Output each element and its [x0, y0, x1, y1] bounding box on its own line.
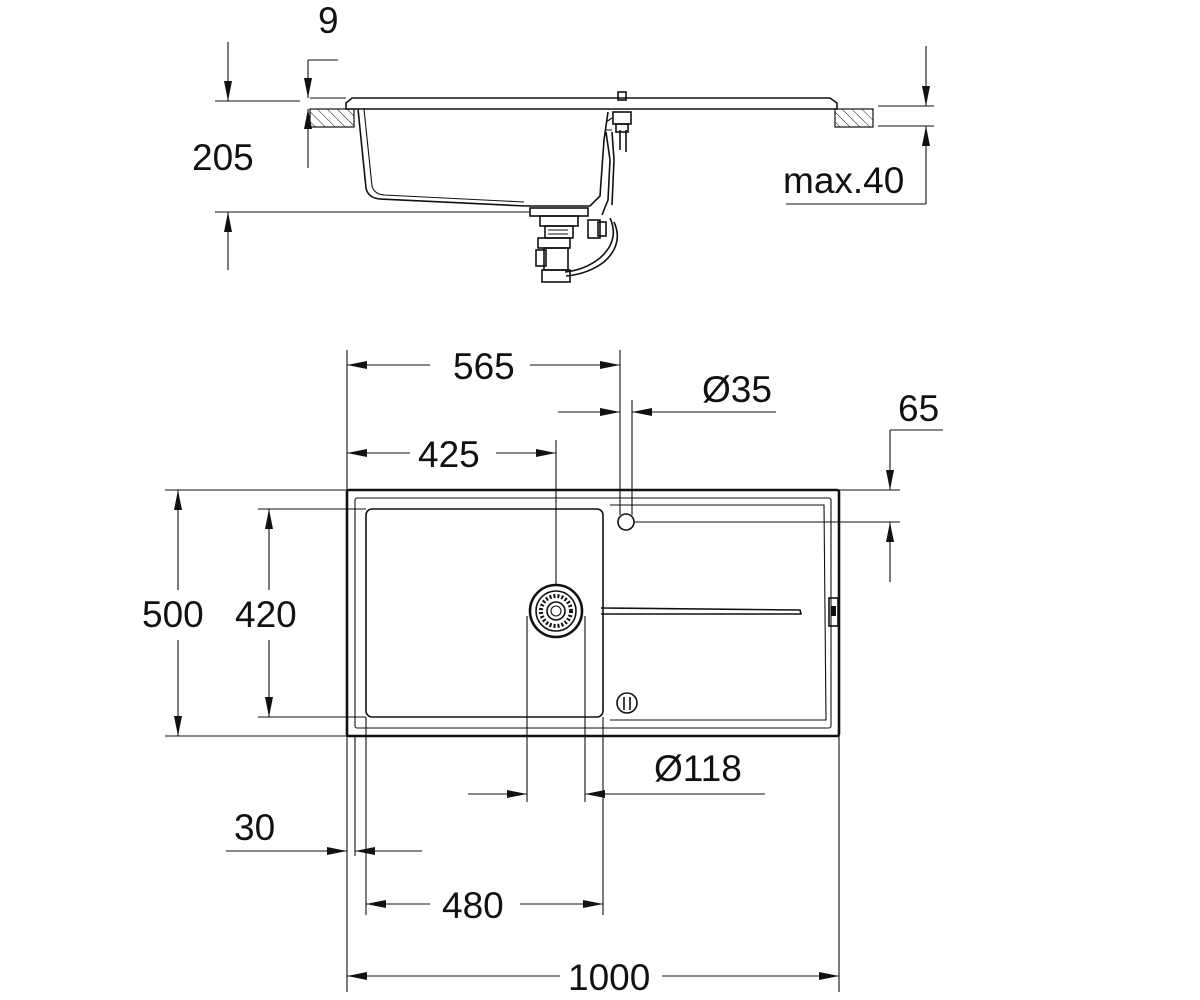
- top-view: 565 Ø35 65 425 500 420 Ø118 30 480: [142, 346, 943, 998]
- overflow-button: [616, 692, 638, 714]
- edge-dimension: 30: [234, 807, 275, 848]
- length-dimension: 1000: [568, 957, 650, 998]
- bowl-width-dimension: 420: [235, 594, 297, 635]
- drainboard: [610, 504, 827, 721]
- sink-rim: [345, 97, 838, 110]
- side-depth-dimension: 205: [192, 137, 254, 178]
- drain-strainer: [528, 583, 584, 639]
- sink-bowl-profile: [357, 108, 609, 207]
- overflow-tube: [601, 131, 615, 216]
- bowl-length-dimension: 480: [442, 885, 504, 926]
- countertop-left: [309, 108, 355, 128]
- overflow-slot: [828, 597, 839, 627]
- overflow-fitting: [605, 91, 632, 152]
- width-dimension: 500: [142, 594, 204, 635]
- countertop-right: [834, 108, 874, 128]
- drain-position-dimension: 425: [418, 434, 480, 475]
- drain-assembly: [529, 207, 607, 283]
- tap-position-dimension: 565: [453, 346, 515, 387]
- tap-hole: [617, 513, 635, 531]
- drainboard-groove: [600, 607, 803, 615]
- side-countertop-dimension: max.40: [783, 160, 904, 201]
- side-rim-dimension: 9: [318, 0, 339, 41]
- tap-hole-dimension: Ø35: [702, 369, 772, 410]
- sink-outline: [345, 488, 841, 738]
- tap-offset-dimension: 65: [898, 388, 939, 429]
- sink-bowl: [365, 508, 604, 718]
- side-view: 9 205 max.40: [192, 0, 934, 283]
- drain-size-dimension: Ø118: [654, 748, 742, 789]
